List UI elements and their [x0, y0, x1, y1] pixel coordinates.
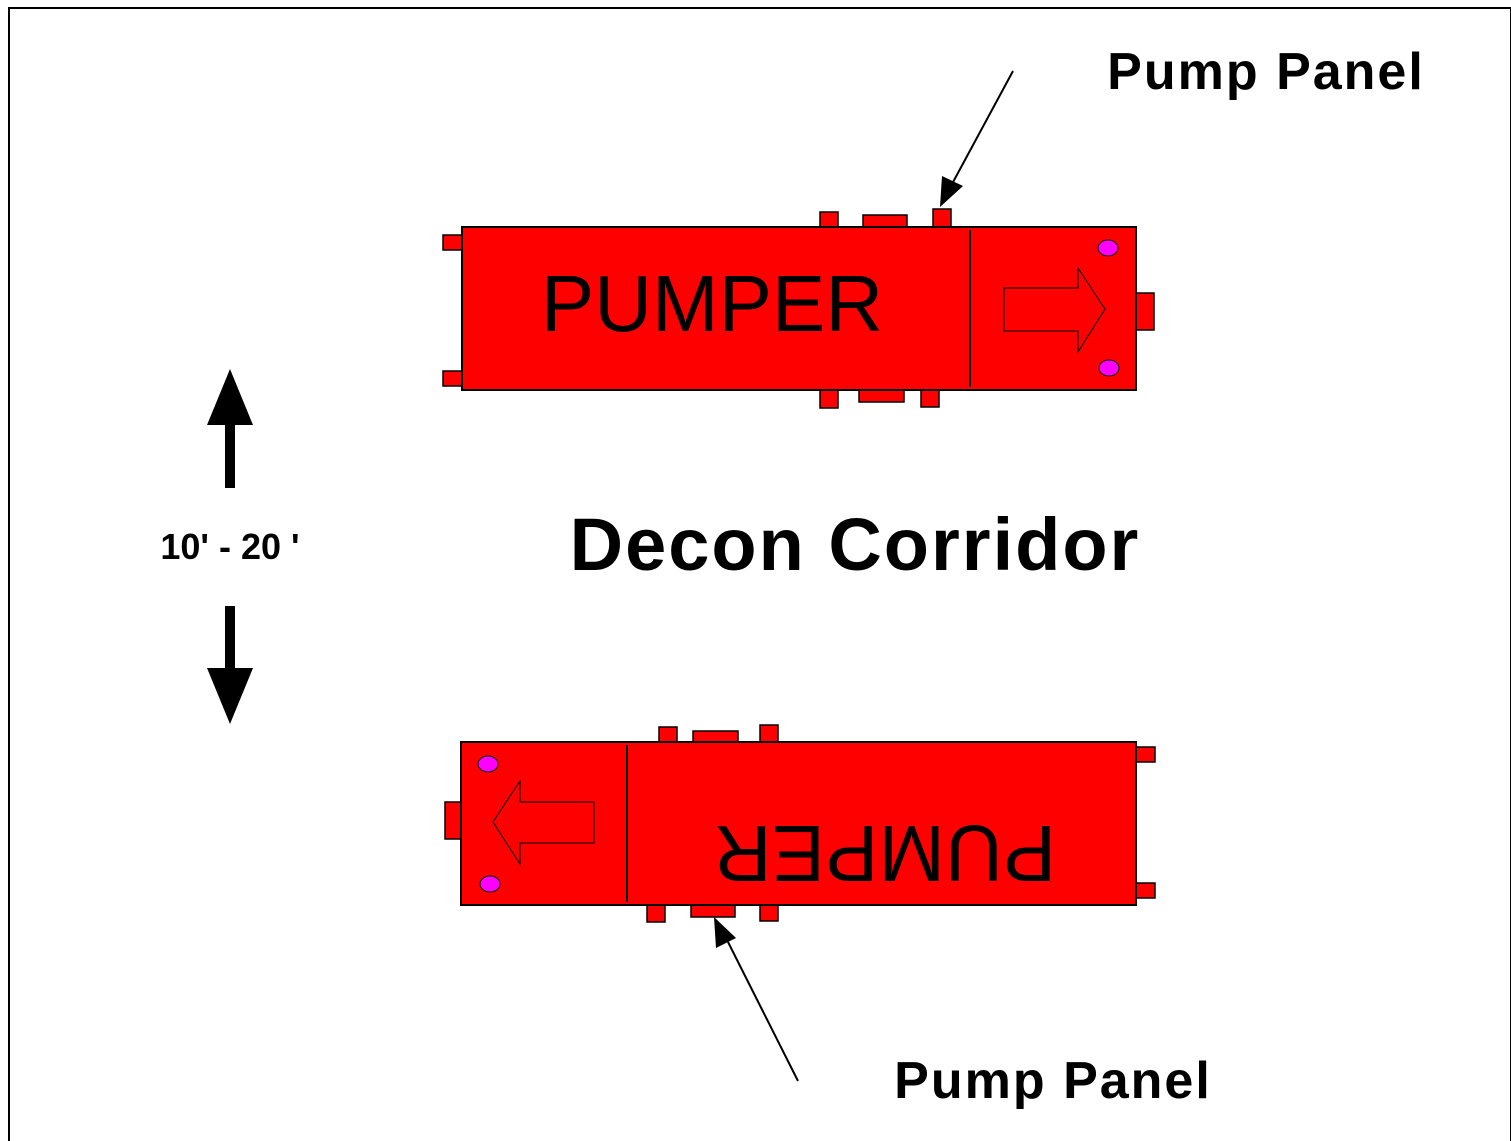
bottom-rear-tab-upper [1135, 746, 1156, 763]
diagram-title: Decon Corridor [570, 503, 1141, 586]
bottom-light [477, 755, 499, 773]
top-light [1097, 239, 1119, 257]
top-side-tab [819, 211, 839, 229]
callout-label-bottom: Pump Panel [894, 1052, 1212, 1110]
callout-label-top: Pump Panel [1107, 43, 1425, 101]
bottom-side-tab [658, 726, 678, 744]
bottom-pump-panel [690, 904, 736, 918]
distance-down-arrow-icon [207, 606, 253, 724]
top-direction-arrow-icon [1003, 266, 1106, 354]
distance-up-arrow-icon [207, 369, 253, 488]
top-rear-tab-lower [442, 370, 463, 387]
top-pumper: PUMPER [442, 208, 1155, 409]
top-side-tab [932, 208, 952, 228]
top-side-tab [920, 389, 940, 408]
callout-arrow-bottom [714, 917, 799, 1082]
callout-arrow-top [940, 70, 1014, 207]
top-truck-label: PUMPER [541, 259, 883, 348]
bottom-rear-tab-lower [1135, 882, 1156, 899]
top-front-bumper [1134, 292, 1155, 331]
top-side-tab [819, 389, 839, 409]
top-side-panel [858, 389, 905, 403]
bottom-light [479, 875, 501, 893]
bottom-direction-arrow-icon [492, 779, 595, 866]
page-frame [8, 7, 1511, 1141]
distance-label: 10' - 20 ' [160, 526, 299, 567]
top-light [1098, 359, 1120, 377]
bottom-pumper: PUMPER [444, 724, 1156, 923]
top-rear-tab-upper [442, 234, 463, 251]
bottom-side-tab [759, 724, 779, 744]
bottom-side-tab [646, 904, 666, 923]
bottom-truck-label: PUMPER [714, 809, 1056, 898]
bottom-side-tab [759, 904, 779, 922]
